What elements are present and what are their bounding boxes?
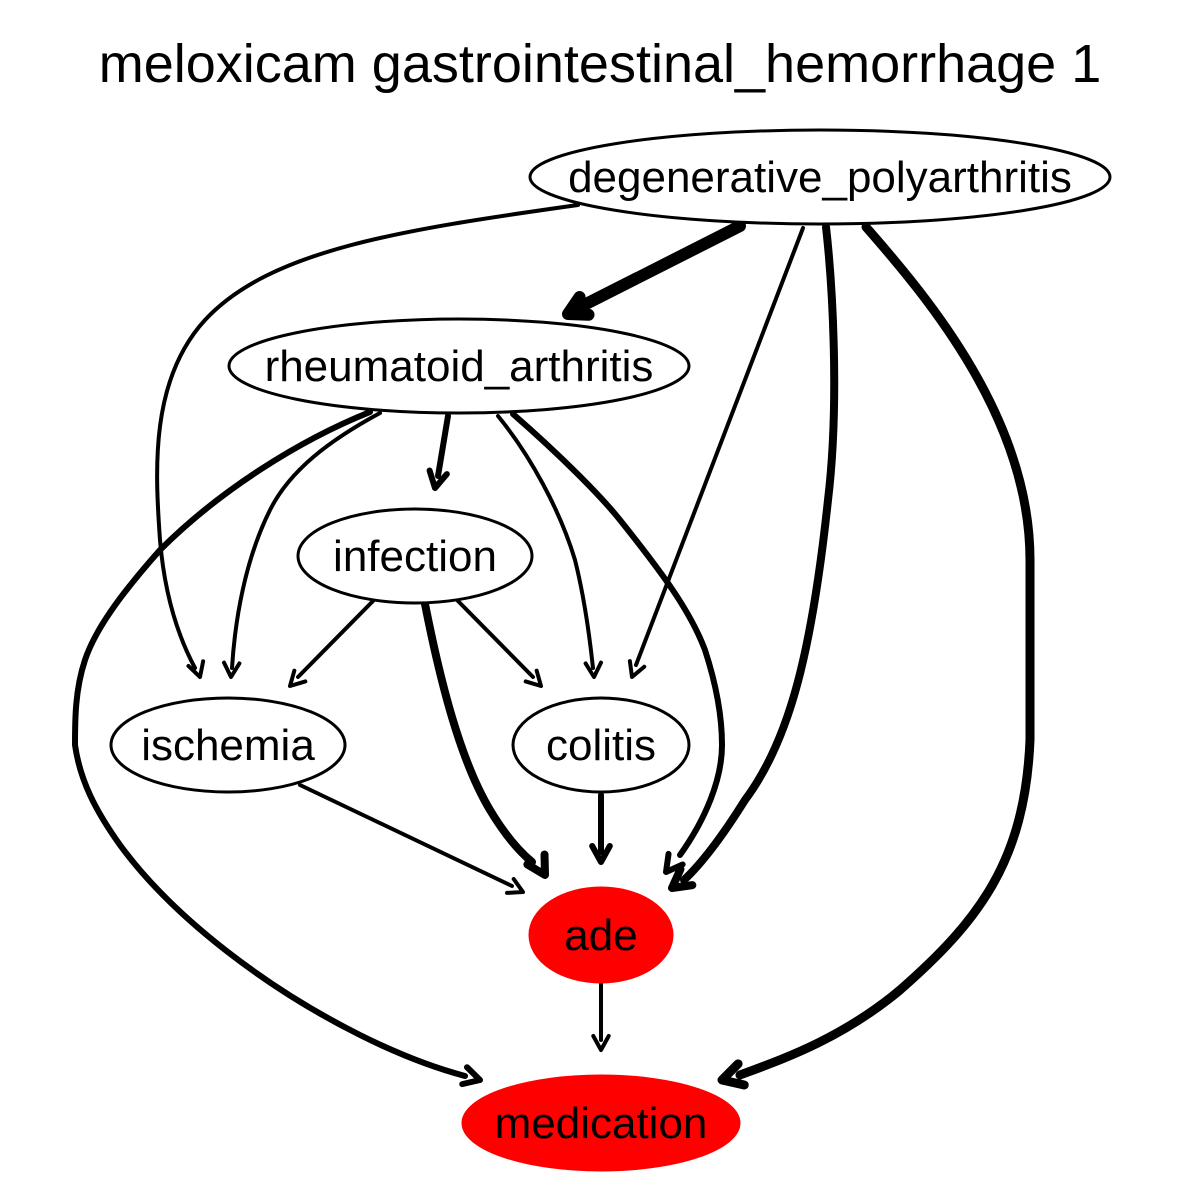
node-label: medication <box>495 1099 708 1148</box>
node-medication: medication <box>461 1074 741 1172</box>
edge-line <box>72 409 468 1079</box>
edge-arrowhead <box>459 1064 483 1088</box>
edge-arrowhead <box>426 467 450 491</box>
node-layer: degenerative_polyarthritis rheumatoid_art… <box>109 128 1112 1172</box>
edge-rheumatoid-arthritis-to-ade <box>510 411 725 875</box>
edge-layer <box>72 203 1035 1090</box>
node-shape <box>227 317 691 415</box>
edge-line <box>456 599 535 679</box>
node-label: ade <box>564 911 637 960</box>
edge-arrowhead <box>589 843 613 865</box>
edge-arrowhead <box>668 865 697 892</box>
node-shape <box>528 886 674 984</box>
edge-degenerative-polyarthritis-to-ade <box>668 223 839 892</box>
edge-rheumatoid-arthritis-to-colitis <box>496 414 603 679</box>
edge-infection-to-colitis <box>456 599 543 688</box>
edge-line <box>735 222 1035 1080</box>
edge-arrowhead <box>505 877 525 895</box>
edge-line <box>496 414 595 670</box>
edge-arrowhead <box>663 850 686 875</box>
node-degenerative-polyarthritis: degenerative_polyarthritis <box>528 128 1112 226</box>
edge-degenerative-polyarthritis-to-medication <box>717 222 1035 1090</box>
edge-arrowhead <box>717 1059 749 1090</box>
edge-infection-to-ade <box>421 600 549 879</box>
node-label: degenerative_polyarthritis <box>568 153 1072 202</box>
edge-rheumatoid-arthritis-to-medication <box>72 409 483 1088</box>
node-label: rheumatoid_arthritis <box>265 342 654 391</box>
node-shape <box>461 1074 741 1172</box>
node-ischemia: ischemia <box>109 696 347 794</box>
node-label: colitis <box>546 721 656 770</box>
edge-arrowhead <box>591 1034 611 1052</box>
edge-rheumatoid-arthritis-to-ischemia <box>222 411 382 679</box>
edge-line <box>298 783 514 888</box>
edge-degenerative-polyarthritis-to-ischemia <box>155 203 580 679</box>
node-colitis: colitis <box>511 696 691 794</box>
node-rheumatoid-arthritis: rheumatoid_arthritis <box>227 317 691 415</box>
edge-line <box>296 599 375 679</box>
node-shape <box>109 696 347 794</box>
edge-colitis-to-ade <box>589 792 613 865</box>
edge-arrowhead <box>583 660 603 679</box>
edge-line <box>634 226 805 667</box>
edge-rheumatoid-arthritis-to-infection <box>426 413 451 491</box>
edge-degenerative-polyarthritis-to-rheumatoid-arthritis <box>562 220 746 321</box>
edge-line <box>576 220 746 312</box>
node-label: ischemia <box>141 721 315 770</box>
edge-arrowhead <box>523 850 549 879</box>
edge-ischemia-to-ade <box>298 783 525 895</box>
node-shape <box>296 507 534 605</box>
edge-line <box>680 223 839 884</box>
edge-line <box>435 413 451 479</box>
edge-arrowhead <box>186 659 206 679</box>
node-shape <box>528 128 1112 226</box>
edge-line <box>421 600 536 866</box>
edge-degenerative-polyarthritis-to-colitis <box>627 226 805 679</box>
edge-line <box>510 411 725 858</box>
edge-arrowhead <box>627 659 647 679</box>
edge-line <box>230 411 382 670</box>
edge-ade-to-medication <box>591 982 611 1052</box>
node-infection: infection <box>296 507 534 605</box>
node-ade: ade <box>528 886 674 984</box>
edge-line <box>155 203 580 670</box>
edge-infection-to-ischemia <box>288 599 375 688</box>
edge-arrowhead <box>562 291 595 321</box>
node-label: infection <box>333 532 497 581</box>
edge-arrowhead <box>222 660 242 679</box>
edge-arrowhead <box>523 668 543 688</box>
graph-title: meloxicam gastrointestinal_hemorrhage 1 <box>99 34 1102 94</box>
edge-arrowhead <box>288 668 308 688</box>
node-shape <box>511 696 691 794</box>
